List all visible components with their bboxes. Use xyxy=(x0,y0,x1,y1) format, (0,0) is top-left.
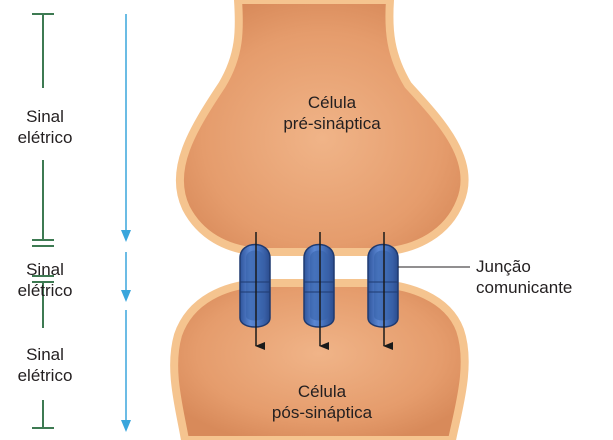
flow-arrow-bottom xyxy=(121,310,131,432)
signal-label-top: Sinal elétrico xyxy=(0,106,90,148)
channel-middle xyxy=(304,245,334,328)
signal-label-mid: Sinal elétrico xyxy=(0,259,90,301)
presynaptic-label: Célula pré-sináptica xyxy=(262,92,402,134)
flow-arrow-mid xyxy=(121,252,131,302)
postsynaptic-label: Célula pós-sináptica xyxy=(252,381,392,423)
flow-arrow-top xyxy=(121,14,131,242)
channel-right xyxy=(368,245,398,328)
signal-label-bottom: Sinal elétrico xyxy=(0,344,90,386)
channel-left xyxy=(240,245,270,328)
junction-label: Junção comunicante xyxy=(476,256,611,298)
